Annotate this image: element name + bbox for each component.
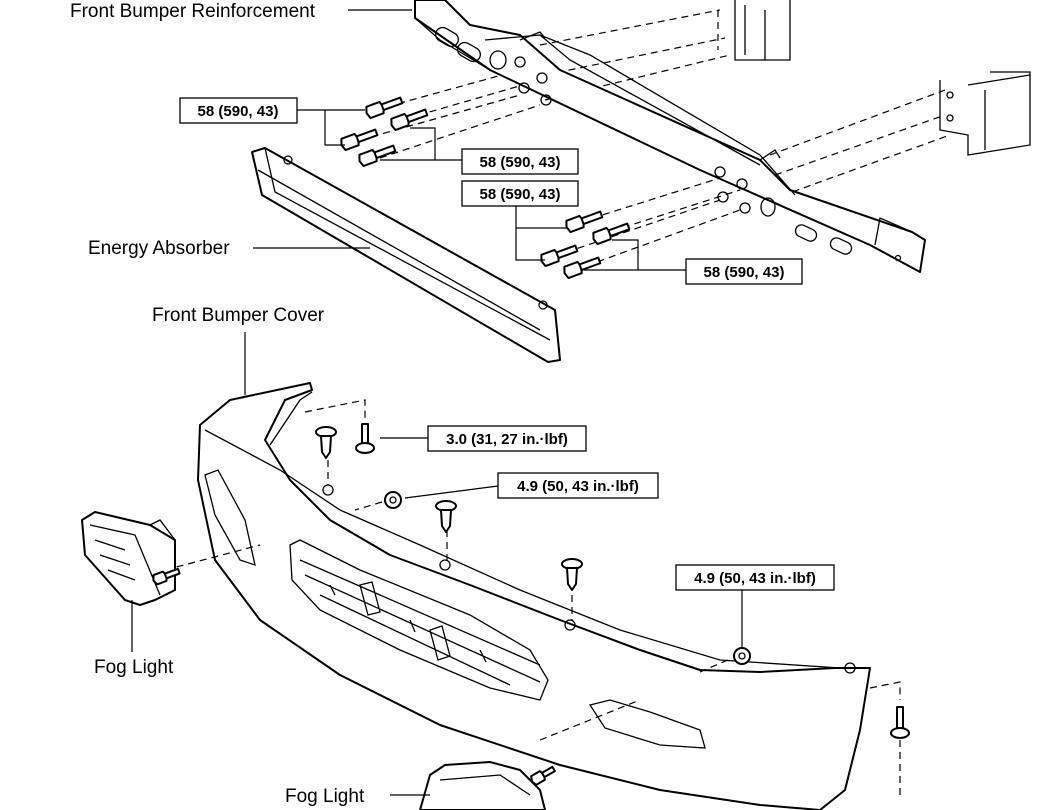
torque-spec-5: 3.0 (31, 27 in.·lbf) bbox=[446, 431, 568, 448]
label-energy-absorber: Energy Absorber bbox=[88, 238, 230, 259]
bolt-group-lower-right bbox=[540, 210, 631, 280]
torque-spec-4: 58 (590, 43) bbox=[704, 264, 785, 281]
torque-spec-1: 58 (590, 43) bbox=[198, 103, 279, 120]
clip-icon bbox=[435, 500, 457, 533]
torque-box-5: 3.0 (31, 27 in.·lbf) bbox=[427, 425, 587, 452]
fog-light-bottom-part bbox=[419, 761, 556, 810]
clip-icon bbox=[561, 558, 583, 591]
torque-box-4: 58 (590, 43) bbox=[685, 258, 803, 285]
bolt-icon bbox=[565, 210, 604, 234]
leader-lines bbox=[131, 9, 743, 796]
bolt-icon bbox=[365, 96, 404, 120]
torque-box-3: 58 (590, 43) bbox=[461, 180, 579, 207]
torque-spec-7: 4.9 (50, 43 in.·lbf) bbox=[694, 570, 816, 587]
bolt-icon bbox=[358, 144, 397, 168]
torque-spec-2: 58 (590, 43) bbox=[480, 154, 561, 171]
bolt-icon bbox=[540, 244, 579, 268]
torque-spec-6: 4.9 (50, 43 in.·lbf) bbox=[517, 478, 639, 495]
frame-rail-right bbox=[939, 71, 1031, 156]
front-bumper-cover-part bbox=[197, 382, 871, 810]
screw-icon bbox=[890, 706, 910, 739]
alignment-lines-reinforcement bbox=[359, 9, 951, 271]
clip-icon bbox=[315, 426, 337, 459]
frame-rail-left bbox=[717, 0, 791, 61]
bolt-icon bbox=[530, 765, 556, 786]
label-front-bumper-cover: Front Bumper Cover bbox=[152, 305, 325, 326]
bolt-icon bbox=[152, 567, 181, 586]
front-bumper-reinforcement-part bbox=[414, 0, 926, 273]
label-front-bumper-reinforcement: Front Bumper Reinforcement bbox=[70, 1, 316, 22]
torque-box-7: 4.9 (50, 43 in.·lbf) bbox=[675, 564, 835, 591]
alignment-lines-cover bbox=[164, 399, 901, 800]
energy-absorber-part bbox=[251, 147, 561, 363]
label-fog-light-bottom: Fog Light bbox=[285, 786, 365, 807]
label-fog-light-left: Fog Light bbox=[94, 657, 174, 678]
bolt-icon bbox=[390, 108, 429, 132]
cover-fasteners bbox=[315, 423, 910, 739]
bolt-group-upper-left bbox=[340, 96, 429, 168]
clip-icon bbox=[733, 647, 751, 665]
clip-icon bbox=[384, 491, 402, 509]
torque-box-2: 58 (590, 43) bbox=[461, 148, 579, 175]
screw-icon bbox=[355, 423, 375, 454]
torque-box-6: 4.9 (50, 43 in.·lbf) bbox=[497, 472, 659, 499]
fog-light-left-part bbox=[81, 511, 181, 606]
bolt-icon bbox=[340, 128, 379, 152]
torque-spec-3: 58 (590, 43) bbox=[480, 186, 561, 203]
torque-box-1: 58 (590, 43) bbox=[179, 97, 298, 124]
bolt-icon bbox=[592, 222, 631, 246]
bolt-icon bbox=[563, 256, 602, 280]
